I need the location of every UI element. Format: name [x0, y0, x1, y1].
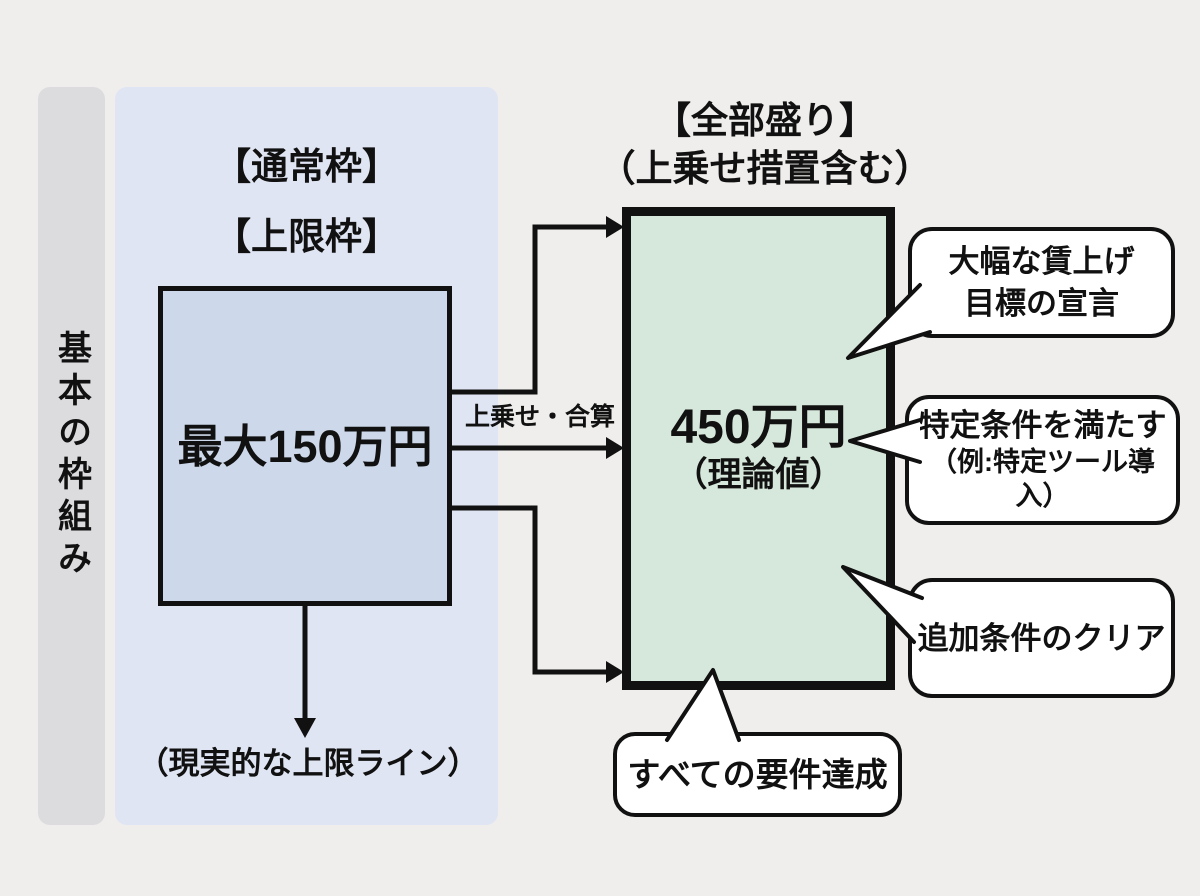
callout-additional-label: 追加条件のクリア: [917, 620, 1166, 656]
sidebar-label: 基本の枠組み: [52, 330, 91, 582]
callout-condition-line1: 特定条件を満たす: [918, 408, 1167, 443]
frame-label-upper: 【上限枠】: [214, 216, 399, 257]
callout-all-requirements-label: すべての要件達成: [627, 756, 888, 793]
result-amount: 450万円: [670, 400, 847, 454]
callout-condition: 特定条件を満たす （例:特定ツール導入）: [905, 395, 1180, 525]
callout-condition-line2: （例:特定ツール導入）: [930, 447, 1155, 511]
callout-wage: 大幅な賃上げ 目標の宣言: [908, 227, 1175, 338]
result-title-line1: 【全部盛り】: [654, 100, 876, 141]
frame-label-normal: 【通常枠】: [214, 146, 399, 187]
callout-wage-line1: 大幅な賃上げ: [948, 243, 1135, 279]
result-title-line2: （上乗せ措置含む）: [598, 148, 932, 189]
callout-wage-line2: 目標の宣言: [964, 285, 1119, 321]
callout-additional: 追加条件のクリア: [908, 578, 1175, 698]
callout-all-requirements: すべての要件達成: [613, 732, 902, 817]
connector-label: 上乗せ・合算: [464, 403, 615, 431]
result-box: 450万円 （理論値）: [622, 207, 895, 690]
result-title: 【全部盛り】 （上乗せ措置含む）: [565, 97, 965, 193]
sidebar-rail: 基本の枠組み: [38, 87, 105, 825]
result-note: （理論値）: [673, 455, 844, 494]
base-amount-text: 最大150万円: [177, 420, 433, 472]
base-amount-box: 最大150万円: [158, 286, 452, 606]
floor-caption: （現実的な上限ライン）: [137, 746, 479, 781]
